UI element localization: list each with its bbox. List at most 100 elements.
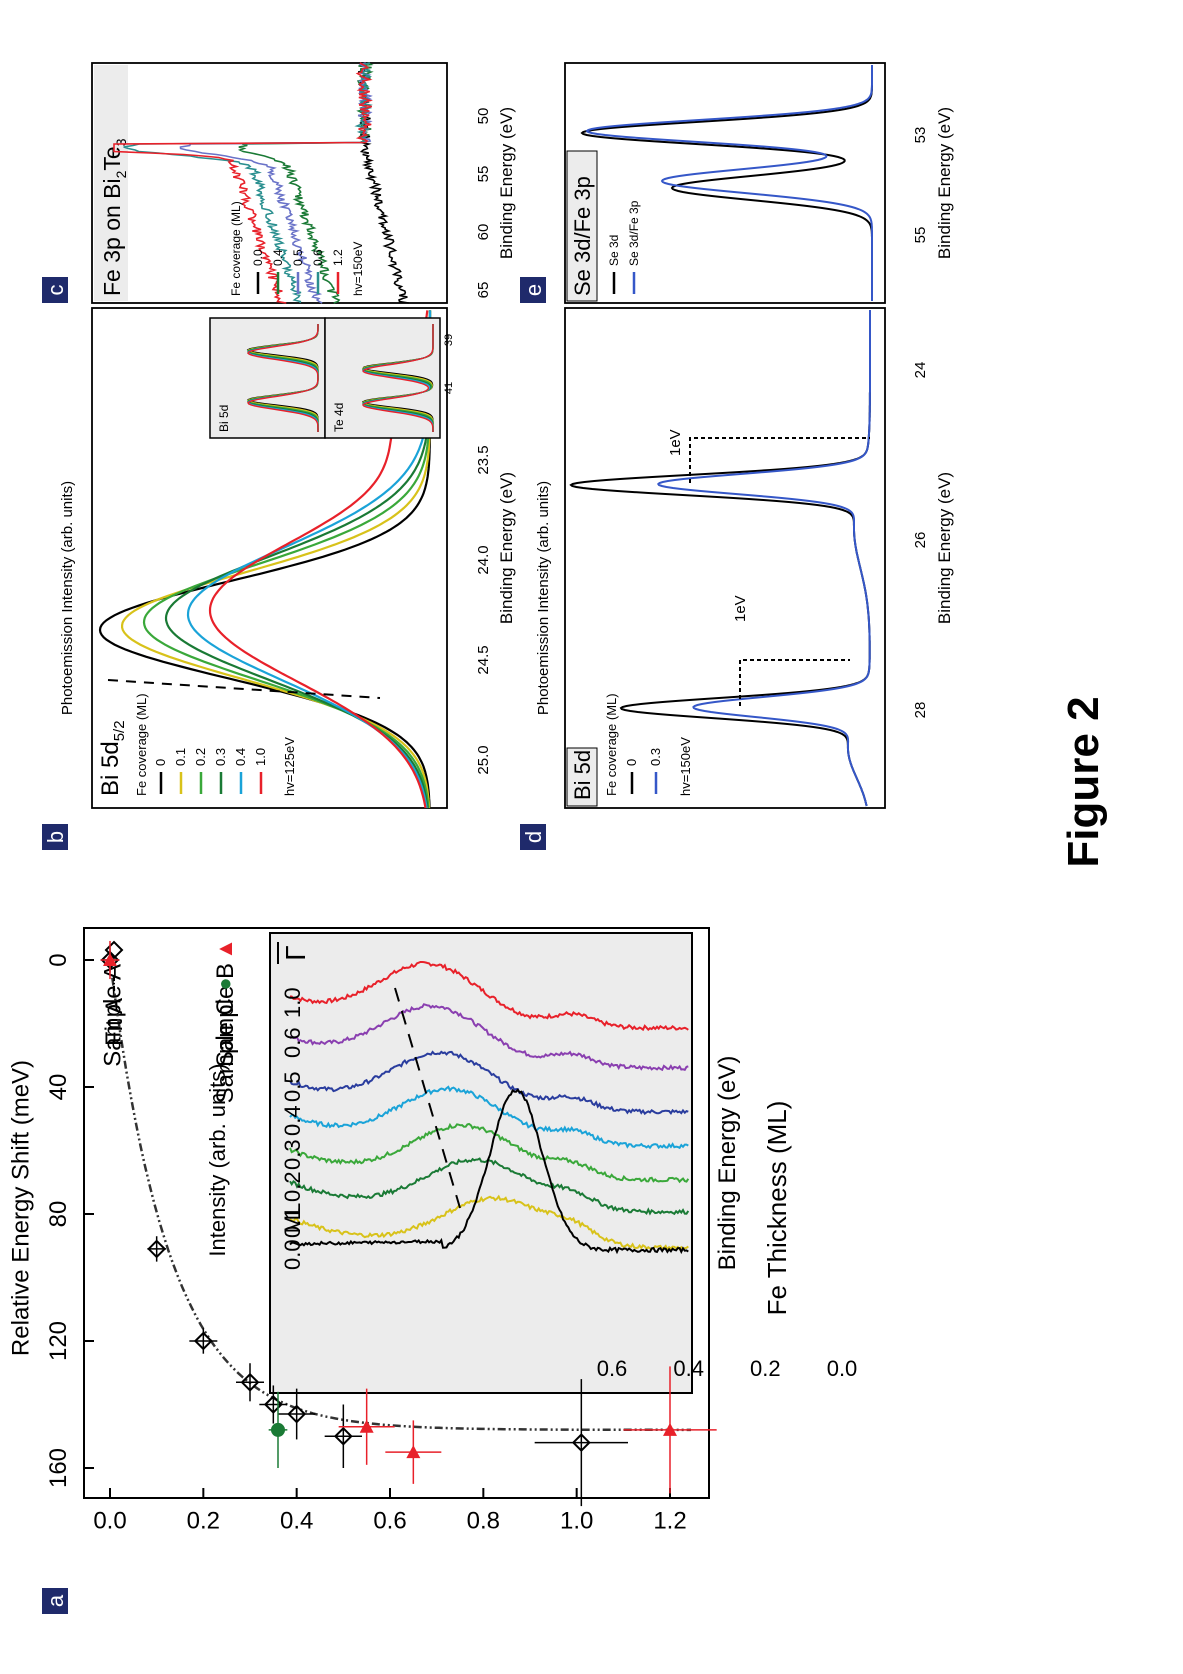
xtick-label: 24 xyxy=(912,362,929,379)
legend-text: 0.4 xyxy=(271,249,285,266)
shift-marker xyxy=(689,437,870,483)
legend-text: 0.2 xyxy=(193,748,208,766)
panel-e-title-box xyxy=(566,150,598,302)
inset-spectrum xyxy=(289,1157,690,1216)
inset-spectrum xyxy=(289,961,689,1032)
xtick-label: 24.0 xyxy=(475,545,492,574)
legend-text: 0.3 xyxy=(648,748,663,766)
fe3p-spectrum xyxy=(123,62,373,304)
panel-c-label: c xyxy=(43,285,68,296)
panel-b: b Photoemission Intensity (arb. units) B… xyxy=(42,307,516,850)
panel-d: d Photoemission Intensity (arb. units) B… xyxy=(520,307,954,850)
panel-d-label: d xyxy=(521,831,546,843)
panel-c: c Fe 3p on Bi2Te3 Binding Energy (eV) 65… xyxy=(42,62,516,304)
legend-text: 0.0 xyxy=(251,249,265,266)
inset-spectrum xyxy=(247,324,319,432)
panel-c-title: Fe 3p on Bi2Te3 xyxy=(99,138,129,296)
inset-xtick-label: 0.6 xyxy=(597,1356,628,1381)
panel-d-frame xyxy=(564,307,886,809)
panel-d-ylabel: Photoemission Intensity (arb. units) xyxy=(535,481,552,715)
fe3p-spectrum xyxy=(113,62,373,304)
shift-marker xyxy=(739,659,850,706)
xtick-label: 0.6 xyxy=(373,1507,406,1534)
xtick-label: 0.4 xyxy=(280,1507,313,1534)
panel-b-title: Bi 5d5/2 xyxy=(97,720,128,796)
panel-b-frame xyxy=(91,307,448,809)
legend-text: Se 3d xyxy=(607,235,621,266)
data-point-sample-b xyxy=(663,1422,677,1436)
legend-text: Se 3d/Fe 3p xyxy=(627,200,641,266)
inset-xtick-label: 0.0 xyxy=(827,1356,858,1381)
inset-spectrum xyxy=(362,324,434,432)
panel-e-frame xyxy=(564,62,886,304)
inset-curve-label: 0.2 xyxy=(280,1171,305,1202)
legend-text: Sample B xyxy=(212,963,239,1067)
inset-xtick-label: 41 xyxy=(443,382,455,394)
xtick-label: 53 xyxy=(912,127,929,144)
xtick-label: 0.8 xyxy=(467,1507,500,1534)
panel-b-ylabel: Photoemission Intensity (arb. units) xyxy=(59,481,76,715)
xtick-label: 23.5 xyxy=(475,445,492,474)
inset-curve-label: 0.3 xyxy=(280,1139,305,1170)
inset-spectrum xyxy=(289,1003,689,1072)
data-point-sample-a xyxy=(193,1331,213,1351)
panel-c-hv: hv=150eV xyxy=(351,242,365,296)
panel-d-xlabel: Binding Energy (eV) xyxy=(935,472,954,624)
panel-a-label-bg xyxy=(42,1588,68,1614)
panel-b-legend-title: Fe coverage (ML) xyxy=(134,693,149,796)
fit-curve xyxy=(111,977,691,1432)
legend-text: Fit A xyxy=(101,998,128,1046)
xtick-label: 1.0 xyxy=(560,1507,593,1534)
inset-curve-label: 0.4 xyxy=(280,1105,305,1136)
legend-circle-icon: ● xyxy=(212,977,237,990)
inset-spectrum xyxy=(289,1085,689,1150)
panel-b-label-bg xyxy=(42,824,68,850)
xtick-label: 25.0 xyxy=(475,745,492,774)
ytick-label: 40 xyxy=(45,1074,72,1101)
panel-c-title-box xyxy=(94,65,128,301)
panel-e-label-bg xyxy=(520,277,546,303)
inset-curve-label: 0.1 xyxy=(280,1207,305,1238)
inset-spectrum xyxy=(289,1050,689,1116)
legend-diamond-icon xyxy=(104,940,124,960)
panel-a-inset-xlabel: Binding Energy (eV) xyxy=(714,1056,741,1271)
annotation-1ev-left: 1eV xyxy=(732,595,749,622)
panel-e-title: Se 3d/Fe 3p xyxy=(570,176,595,296)
panel-a-inset-ylabel: Intensity (arb. units) xyxy=(205,1063,230,1256)
panel-a-xlabel: Fe Thickness (ML) xyxy=(762,1101,792,1316)
se3d-spectrum xyxy=(585,65,873,301)
data-point-sample-a xyxy=(571,1433,591,1453)
annotation-1ev-right: 1eV xyxy=(667,429,684,456)
xtick-label: 60 xyxy=(475,224,492,241)
ytick-label: 120 xyxy=(45,1321,72,1361)
inset-curve-label: 0.5 xyxy=(280,1071,305,1102)
data-point-sample-a xyxy=(287,1404,307,1424)
legend-text: 0.1 xyxy=(173,748,188,766)
data-point-sample-a xyxy=(333,1426,353,1446)
ytick-label: 160 xyxy=(45,1448,72,1488)
panel-a: a Relative Energy Shift (meV) Fe Thickne… xyxy=(7,927,858,1614)
legend-text: 0 xyxy=(624,759,639,766)
inset-spectrum xyxy=(289,1088,689,1255)
xtick-label: 1.2 xyxy=(653,1507,686,1534)
xtick-label: 24.5 xyxy=(475,645,492,674)
gamma-label: Γ xyxy=(280,945,311,960)
inset-bi-title: Bi 5d xyxy=(217,405,231,432)
inset-curve-label: 0.0 ML xyxy=(280,1203,305,1270)
inset-curve-label: 0.6 xyxy=(280,1027,305,1058)
panel-e-label: e xyxy=(521,284,546,296)
inset-curve-label: 1.0 xyxy=(280,987,305,1018)
panel-a-ylabel: Relative Energy Shift (meV) xyxy=(7,1060,34,1356)
panel-b-xlabel: Binding Energy (eV) xyxy=(497,472,516,624)
panel-c-xlabel: Binding Energy (eV) xyxy=(497,107,516,259)
panel-d-legend-title: Fe coverage (ML) xyxy=(604,693,619,796)
xtick-label: 55 xyxy=(475,166,492,183)
panel-c-frame xyxy=(91,62,448,304)
se3d-spectrum xyxy=(580,65,873,301)
inset-xtick-label: 39 xyxy=(443,334,455,346)
